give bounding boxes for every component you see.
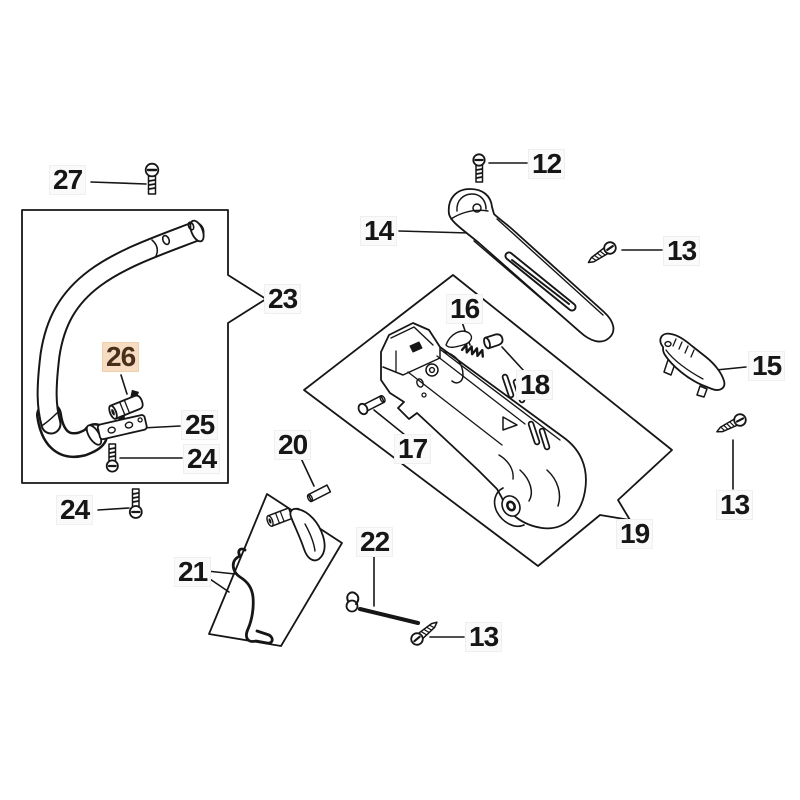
part-15-bracket (659, 332, 726, 398)
part-24-screw-in-box (105, 443, 119, 473)
part-18-plug (483, 333, 504, 350)
part-12-screw (472, 153, 486, 183)
leader-lines (90, 162, 747, 638)
part-26-clamp (108, 389, 144, 425)
part-14-lever (447, 188, 615, 343)
group-box-19 (303, 274, 673, 567)
part-label-25-plate[interactable]: 25 (181, 410, 219, 440)
part-label-13-upper-right[interactable]: 13 (663, 236, 701, 266)
part-label-24-screw-in-box[interactable]: 24 (183, 444, 221, 474)
part-19-housing (380, 322, 587, 530)
part-label-27-top-left[interactable]: 27 (49, 165, 87, 195)
part-label-19-housing[interactable]: 19 (616, 519, 654, 549)
part-label-13-bottom[interactable]: 13 (465, 622, 503, 652)
part-label-14-lever[interactable]: 14 (360, 216, 398, 246)
part-label-18-plug[interactable]: 18 (516, 370, 554, 400)
part-24-screw-below-box (128, 488, 143, 519)
part-22-rod (345, 591, 420, 625)
part-label-21-trigger-group[interactable]: 21 (174, 557, 212, 587)
part-17-pin (357, 394, 386, 416)
part-label-12-top-right[interactable]: 12 (528, 149, 566, 179)
part-label-23-handle-box[interactable]: 23 (264, 284, 302, 314)
part-23-handle-tube (36, 219, 205, 459)
part-label-20-pin-small[interactable]: 20 (274, 430, 312, 460)
part-16-spring (460, 343, 485, 358)
part-label-22-rod[interactable]: 22 (356, 527, 394, 557)
part-label-17-pin[interactable]: 17 (394, 434, 432, 464)
part-20-pin (306, 484, 332, 503)
part-13-screw-upper-right (584, 238, 620, 269)
part-25-plate (96, 414, 148, 441)
part-label-15-right[interactable]: 15 (748, 351, 786, 381)
part-label-24-screw-below-box[interactable]: 24 (56, 495, 94, 525)
part-21-trigger-assembly (231, 507, 326, 645)
part-13-screw-middle-right (713, 411, 749, 439)
part-label-13-middle-right[interactable]: 13 (716, 490, 754, 520)
part-label-16-spring[interactable]: 16 (446, 294, 484, 324)
part-27-screw (144, 162, 160, 195)
group-box-23 (21, 209, 267, 484)
part-label-26-clamp[interactable]: 26 (102, 342, 140, 372)
